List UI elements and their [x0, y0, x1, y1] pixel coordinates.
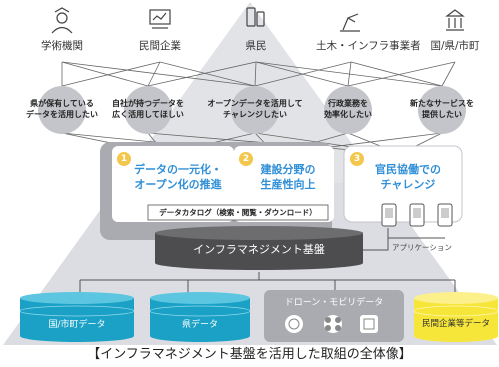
need-2: 自社が持つデータを広く活用してほしい [112, 99, 184, 119]
private-data-label: 民間企業等データ [421, 319, 490, 329]
pillar-3-badge: 3 [350, 152, 364, 166]
stakeholder-government: 国/県/市町 [430, 40, 480, 52]
stakeholder-citizens: 県民 [245, 40, 267, 52]
catalog-box [147, 204, 329, 221]
need-1: 県が保有しているデータを活用したい [26, 99, 98, 119]
prefecture-cylinder [149, 292, 251, 342]
stakeholder-company: 民間企業 [139, 40, 181, 52]
stakeholder-construction: 土木・インフラ事業者 [316, 40, 421, 52]
stakeholder-icons [51, 7, 465, 34]
municipal-data-label: 国/市町データ [48, 320, 106, 330]
drone-icons [285, 315, 378, 333]
diagram-caption: 【インフラマネジメント基盤を活用した取組の全体像】 [87, 347, 412, 362]
stakeholder-academic: 学術機関 [41, 40, 83, 52]
pillar-2-title: 建設分野の生産性向上 [260, 163, 316, 191]
pillar-1-badge: 1 [117, 152, 131, 166]
app-icons [381, 203, 453, 227]
need-4: 行政業務を効率化したい [324, 99, 372, 119]
application-label: アプリケーション [392, 243, 452, 252]
pillar-2-badge: 2 [239, 152, 253, 166]
need-3: オープンデータを活用してチャレンジしたい [207, 99, 303, 119]
need-5: 新たなサービスを提供したい [410, 99, 474, 119]
need-circles [38, 86, 466, 134]
data-connectors [79, 272, 456, 293]
prefecture-data-label: 県データ [181, 320, 218, 330]
pillar-3-title: 官民協働でのチャレンジ [375, 163, 441, 191]
pillar-1-title: データの一元化・オープン化の推進 [134, 163, 222, 191]
platform-label: インフラマネジメント基盤 [193, 243, 325, 256]
private-cylinder [413, 292, 499, 342]
drone-data-label: ドローン・モビリデータ [284, 298, 384, 308]
municipal-cylinder [19, 292, 135, 342]
catalog-label: データカタログ（検索・閲覧・ダウンロード） [159, 208, 317, 217]
platform-cylinder [155, 226, 363, 270]
